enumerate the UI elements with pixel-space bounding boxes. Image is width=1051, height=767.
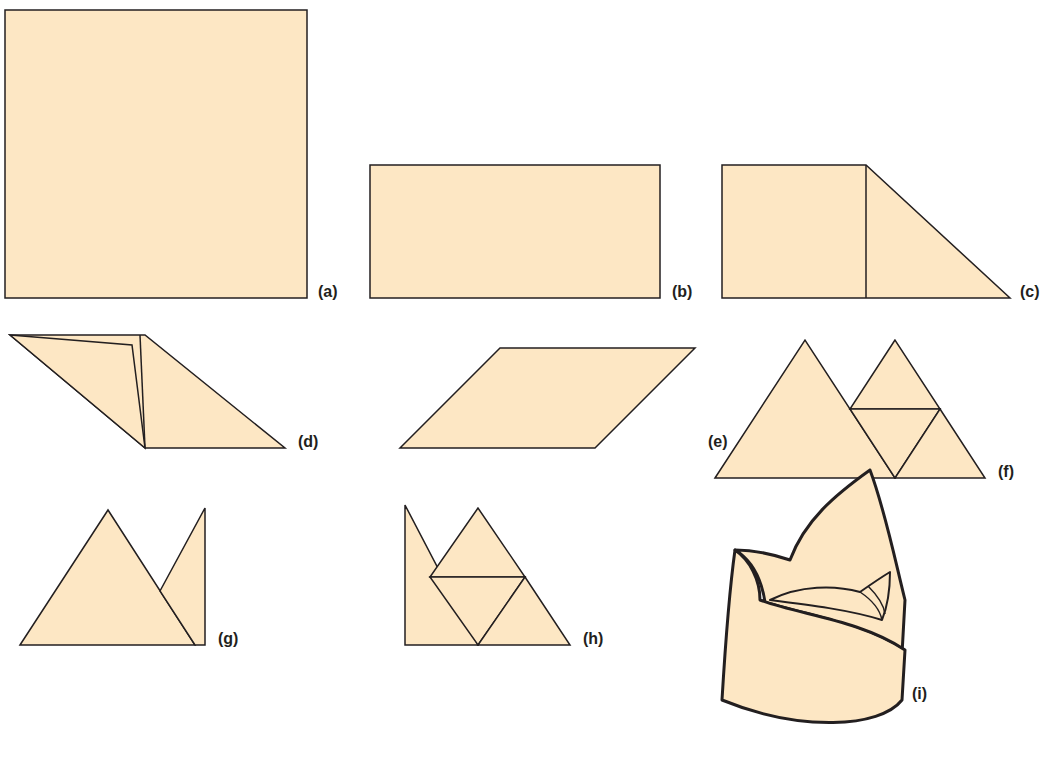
step-letter: (a): [318, 284, 338, 300]
corner-fold: [722, 165, 1010, 298]
second-corner-fold: [10, 335, 285, 448]
square-napkin: [5, 10, 307, 298]
step-letter: (e): [708, 434, 728, 450]
finished-napkin: [722, 470, 905, 723]
step-letter: (f): [998, 464, 1014, 480]
step-letter: (i): [912, 686, 927, 702]
step-letter: (d): [298, 434, 318, 450]
triangle-with-flap: [20, 508, 205, 645]
folded-triangles: [405, 505, 570, 645]
triangle-fold: [715, 340, 985, 478]
step-letter: (g): [218, 631, 238, 647]
step-letter: (b): [672, 284, 692, 300]
step-letter: (h): [583, 631, 603, 647]
step-letter: (c): [1020, 284, 1040, 300]
parallelogram: [400, 348, 695, 448]
folded-rectangle: [370, 165, 660, 298]
